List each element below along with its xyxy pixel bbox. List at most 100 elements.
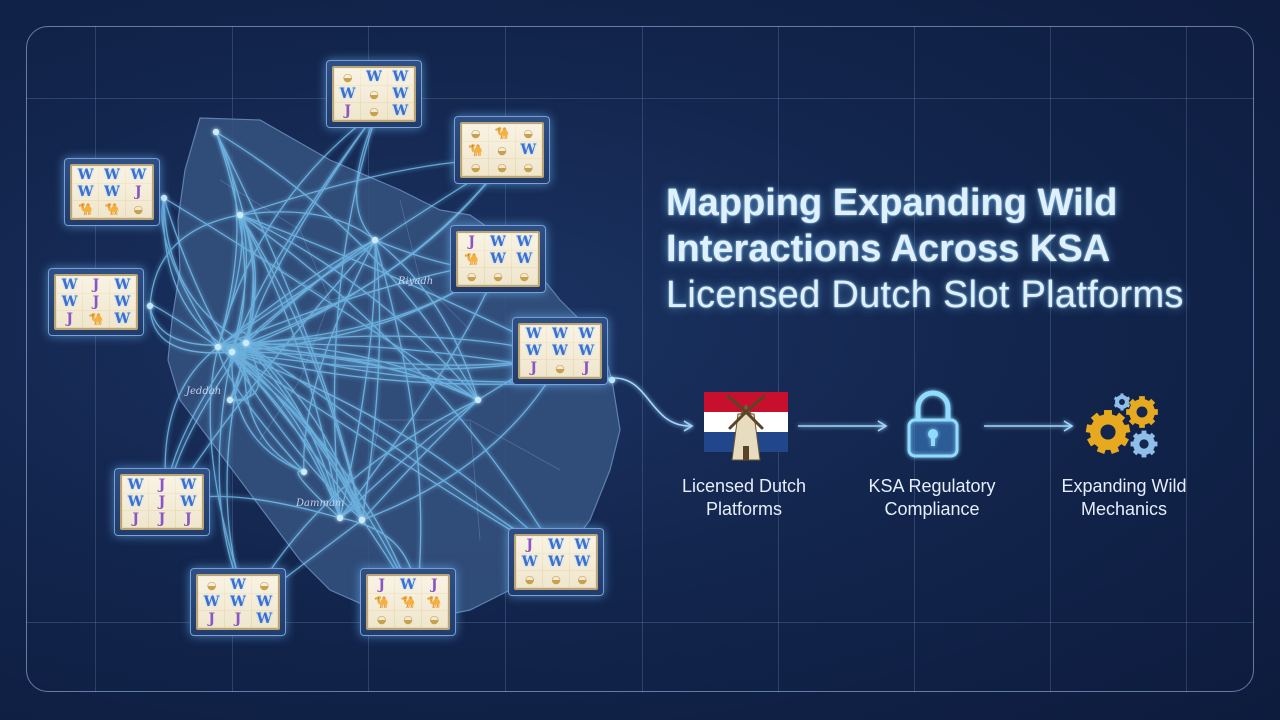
wild-symbol: W [573,343,599,359]
network-node [358,516,366,524]
grid-line [95,26,96,692]
flow-arrows [613,377,1074,432]
wild-symbol: W [123,494,149,510]
j-symbol: J [125,184,151,200]
network-node [226,396,234,404]
connection-line [217,214,243,348]
camel-symbol: 🐪 [83,311,109,327]
wild-symbol: W [485,234,511,250]
wild-symbol: W [361,69,387,85]
sand-symbol: ◒ [463,159,489,175]
connection-line [162,197,233,353]
sand-symbol: ◒ [251,577,277,593]
connection-line [217,346,341,519]
wild-symbol: W [511,234,537,250]
sand-symbol: ◒ [463,125,489,141]
network-node [242,339,250,347]
j-symbol: J [459,234,485,250]
wild-symbol: W [99,167,125,183]
connection-line [231,351,341,519]
connection-line [245,159,506,344]
j-symbol: J [149,477,175,493]
wild-symbol: W [225,594,251,610]
j-symbol: J [369,577,395,593]
j-symbol: J [57,311,83,327]
connection-line [215,131,238,348]
network-node [160,194,168,202]
title-line-3: Licensed Dutch Slot Platforms [666,274,1184,316]
connection-line [243,342,305,473]
connection-line [217,346,479,401]
j-symbol: J [175,511,201,527]
grid-line [914,26,915,692]
camel-symbol: 🐪 [421,594,447,610]
connection-line [361,239,381,521]
sand-symbol: ◒ [515,159,541,175]
gears-icon [1085,393,1158,458]
network-node [228,348,236,356]
connection-line [297,470,341,519]
connection-line [245,342,341,519]
wild-symbol: W [109,311,135,327]
connection-line [231,351,363,521]
connection-line [374,239,479,401]
network-node [474,396,482,404]
grid-line [1186,26,1187,692]
connection-line [374,239,422,607]
sand-symbol: ◒ [395,611,421,627]
wild-symbol: W [73,184,99,200]
wild-symbol: W [73,167,99,183]
camel-symbol: 🐪 [99,201,125,217]
connection-line [163,197,247,344]
slot-machine: ◒🐪◒🐪◒W◒◒◒ [454,116,550,184]
wild-symbol: W [387,86,413,102]
grid-line [778,26,779,692]
connection-line [239,214,341,519]
wild-symbol: W [521,343,547,359]
flow-step-label: Expanding Wild [1061,476,1187,496]
map-label-jeddah: Jeddah [186,386,222,397]
wild-symbol: W [573,326,599,342]
dutch-flag-windmill-icon [704,392,788,461]
j-symbol: J [199,611,225,627]
wild-symbol: W [569,554,595,570]
sand-symbol: ◒ [489,142,515,158]
connection-line [217,346,363,521]
sand-symbol: ◒ [369,611,395,627]
grid-line [26,98,1254,99]
connection-line [239,214,363,521]
connection-line [245,239,376,344]
connection-line [231,351,305,473]
flow-step-label: Licensed Dutch [681,476,807,496]
connection-line [245,109,379,344]
wild-symbol: W [521,326,547,342]
wild-symbol: W [109,294,135,310]
map-label-riyadh: Riyadh [398,276,434,287]
camel-symbol: 🐪 [463,142,489,158]
gear-medium [1126,396,1158,428]
network-node [212,128,220,136]
wild-symbol: W [485,251,511,267]
grid-line [1050,26,1051,692]
wild-symbol: W [199,594,225,610]
connection-line [245,342,363,521]
grid-line [642,26,643,692]
j-symbol: J [123,511,149,527]
wild-symbol: W [251,594,277,610]
connection-line [217,239,376,348]
sand-symbol: ◒ [543,571,569,587]
wild-symbol: W [547,343,573,359]
wild-symbol: W [225,577,251,593]
map-label-dammam: Dammam [296,498,345,509]
arrow-map-to-flag [613,377,691,427]
connection-line [245,342,479,401]
wild-symbol: W [387,103,413,119]
border-frame [26,26,1254,692]
connection-line [229,342,260,401]
sand-symbol: ◒ [335,69,361,85]
wild-symbol: W [547,326,573,342]
